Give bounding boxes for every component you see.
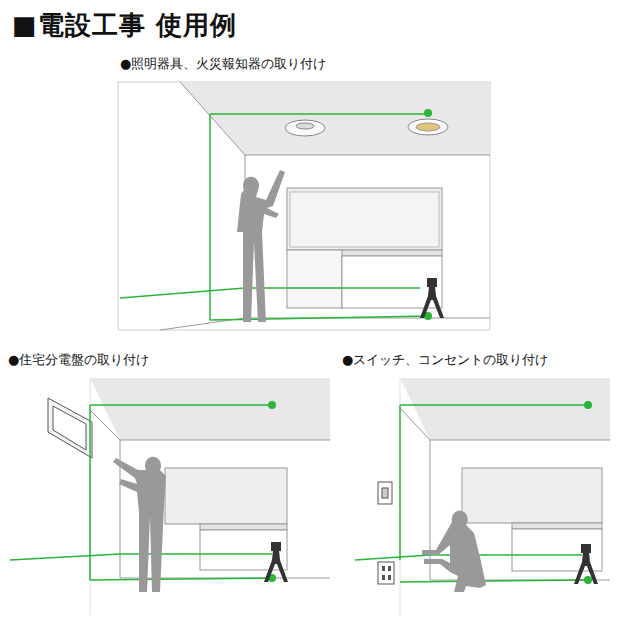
section-heading: ●住宅分電盤の取り付け bbox=[6, 351, 151, 369]
room-scene-3 bbox=[348, 378, 610, 615]
section-heading: ●照明器具、火災報知器の取り付け bbox=[118, 55, 328, 73]
section-heading: ●スイッチ、コンセントの取り付け bbox=[340, 351, 550, 369]
page-title: ■電設工事 使用例 bbox=[10, 8, 239, 43]
room-scene-2 bbox=[10, 378, 330, 615]
room-scene-1 bbox=[118, 82, 490, 330]
